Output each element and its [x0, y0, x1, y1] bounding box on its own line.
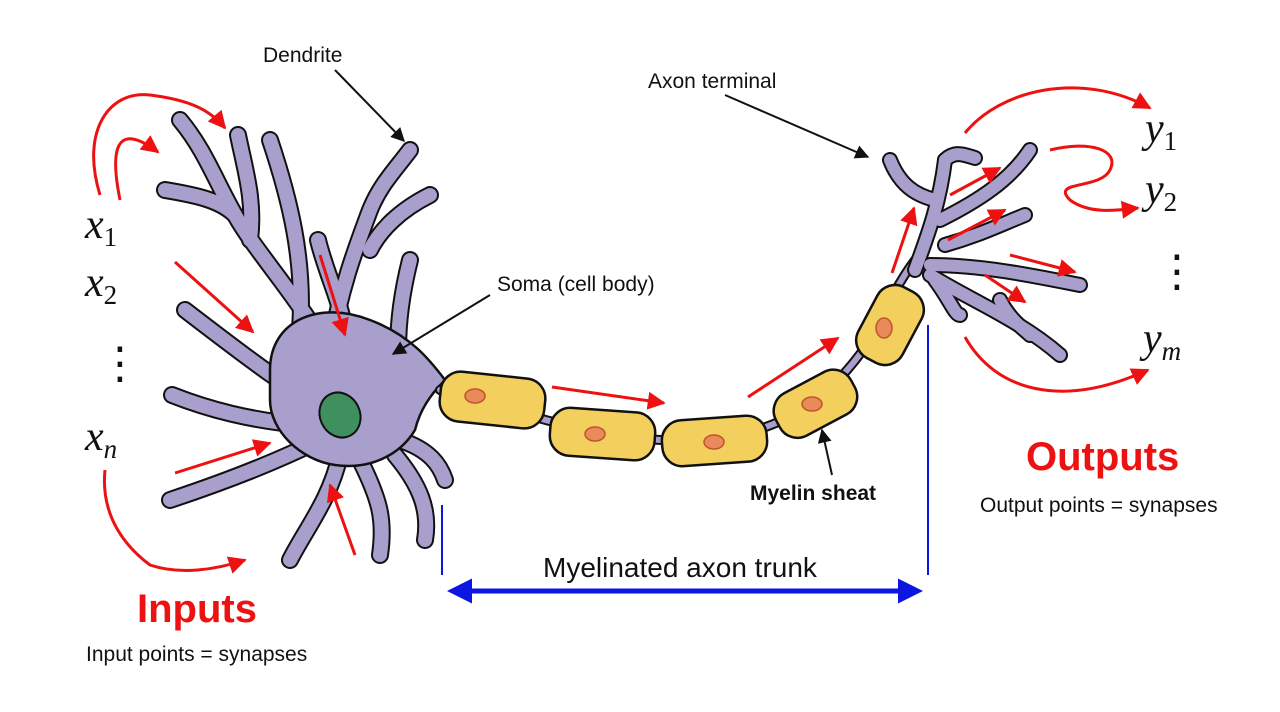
myelin-segments: [438, 283, 926, 468]
myelin-segment: [438, 370, 547, 430]
soma-dendrite-tree: [156, 111, 454, 569]
inputs-subtitle: Input points = synapses: [86, 643, 307, 666]
pointer-arrows: [334, 69, 870, 476]
myelin-nodes: [464, 317, 893, 450]
input-dots: ⋮: [98, 339, 142, 388]
output-y1: y1: [1141, 106, 1177, 156]
myelin-pointer: [817, 428, 833, 476]
input-xn: xn: [84, 414, 117, 464]
outputs-subtitle: Output points = synapses: [980, 494, 1218, 517]
inputs-title: Inputs: [137, 587, 257, 631]
outputs-title: Outputs: [1026, 435, 1179, 479]
dendrite-label: Dendrite: [263, 44, 342, 67]
axon-terminal-pointer: [724, 94, 870, 159]
axon: [435, 255, 926, 468]
dendrite-pointer: [334, 69, 405, 143]
input-x2: x2: [84, 260, 117, 310]
axon-terminal-tree: [882, 142, 1088, 363]
soma-pointer: [391, 294, 491, 355]
axon-terminal-label: Axon terminal: [648, 70, 776, 93]
output-ym: ym: [1139, 316, 1181, 366]
axon-trunk-label: Myelinated axon trunk: [543, 552, 818, 583]
signal-arrows: [92, 86, 1152, 574]
axon-trunk-measure: [441, 325, 929, 604]
output-dots: ⋮: [1155, 247, 1199, 296]
input-x1: x1: [84, 202, 117, 252]
nucleus: [318, 391, 362, 439]
soma-label: Soma (cell body): [497, 273, 655, 296]
output-y2: y2: [1141, 167, 1177, 217]
myelin-sheath-label: Myelin sheat: [750, 482, 876, 505]
